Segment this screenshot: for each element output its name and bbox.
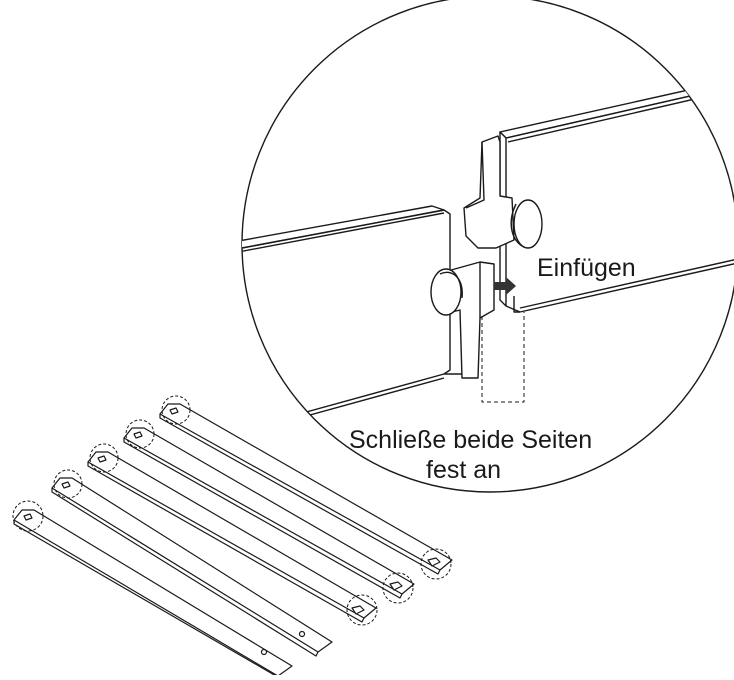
strip-1 [159,395,453,580]
insert-label: Einfügen [537,254,636,282]
right-connector [463,135,543,313]
strip-4 [51,469,333,657]
close-label-line1: Schließe beide Seiten [349,426,592,454]
strip-3 [87,443,378,626]
strip-5 [12,500,293,677]
insert-arrow [494,277,516,295]
strip-2 [123,419,415,604]
left-board [242,205,462,445]
strips [12,395,453,677]
close-label-line2: fest an [426,456,501,484]
left-connector [430,261,495,379]
alignment-guide [481,312,525,403]
detail-magnifier: Einfügen Schließe beide Seiten fest an [241,0,734,493]
